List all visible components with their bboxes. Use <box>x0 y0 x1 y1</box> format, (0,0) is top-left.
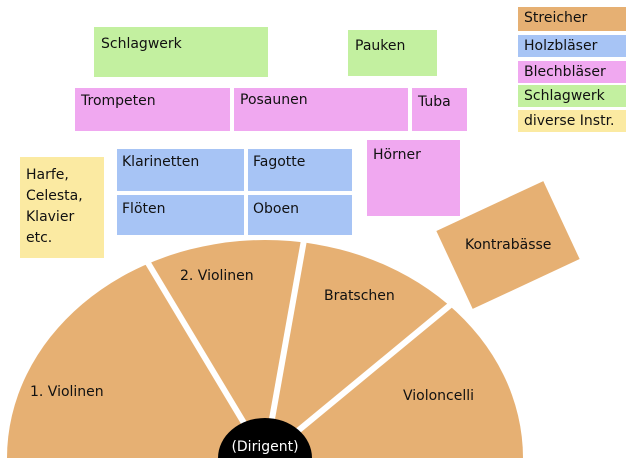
section-klarinetten: Klarinetten <box>117 149 244 191</box>
dirigent-podium <box>218 418 312 458</box>
legend-label: Holzbläser <box>524 38 598 54</box>
legend-label: Streicher <box>524 10 588 26</box>
section-trompeten: Trompeten <box>75 88 230 131</box>
section-tuba: Tuba <box>412 88 467 131</box>
legend-label: Blechbläser <box>524 64 606 80</box>
legend-schlagwerk: Schlagwerk <box>518 85 626 107</box>
section-schlagwerk: Schlagwerk <box>94 27 268 77</box>
section-floeten: Flöten <box>117 195 244 235</box>
section-label-line: Klavier <box>26 209 75 225</box>
section-label: Hörner <box>373 147 421 163</box>
legend-label: diverse Instr. <box>524 113 615 129</box>
label-dirigent: (Dirigent) <box>231 439 298 455</box>
section-label: Schlagwerk <box>101 36 182 52</box>
legend-label: Schlagwerk <box>524 88 605 104</box>
section-hoerner: Hörner <box>367 140 460 216</box>
label-violoncelli: Violoncelli <box>403 388 474 404</box>
section-label-line: etc. <box>26 230 53 246</box>
legend-blechblaeser: Blechbläser <box>518 61 626 83</box>
section-label: Tuba <box>418 94 451 110</box>
label-bratschen: Bratschen <box>324 288 395 304</box>
section-label: Fagotte <box>253 154 306 170</box>
label-violinen2: 2. Violinen <box>180 268 254 284</box>
section-label: Pauken <box>355 38 406 54</box>
section-pauken: Pauken <box>348 30 437 76</box>
strings-fan <box>7 240 523 458</box>
legend-holzblaeser: Holzbläser <box>518 35 626 57</box>
section-label: Flöten <box>122 201 166 217</box>
section-label: Posaunen <box>240 92 308 108</box>
legend-diverse: diverse Instr. <box>518 110 626 132</box>
section-harfe-celesta-klavier: Harfe, Celesta, Klavier etc. <box>20 157 104 258</box>
section-label-line: Celesta, <box>26 188 83 204</box>
section-fagotte: Fagotte <box>248 149 352 191</box>
section-label: Klarinetten <box>122 154 200 170</box>
label-violinen1: 1. Violinen <box>30 384 104 400</box>
legend-streicher: Streicher <box>518 7 626 31</box>
section-label: Oboen <box>253 201 299 217</box>
section-label-line: Harfe, <box>26 167 69 183</box>
section-oboen: Oboen <box>248 195 352 235</box>
section-posaunen: Posaunen <box>234 88 408 131</box>
section-label: Trompeten <box>81 93 156 109</box>
